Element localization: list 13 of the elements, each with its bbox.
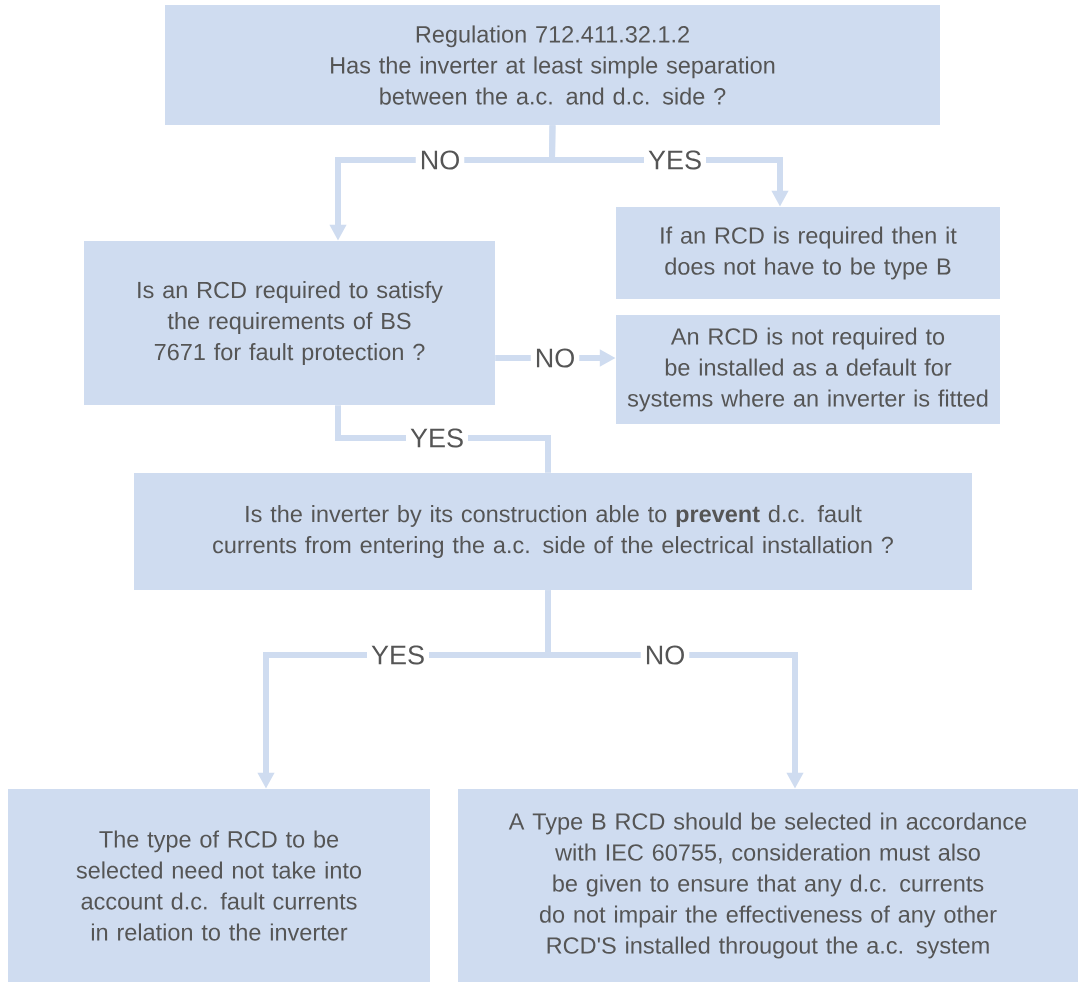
process-box: Is an RCD required to satisfy the requirements of BS 7671 for fault protection ? bbox=[84, 241, 495, 405]
edge-label: YES bbox=[406, 427, 468, 449]
process-box: If an RCD is required then it does not have to be type B bbox=[616, 207, 1000, 299]
edge-label: NO bbox=[640, 644, 690, 666]
edge-label: YES bbox=[367, 644, 429, 666]
process-box: Regulation 712.411.32.1.2 Has the inverter at least simple separation between the a.c. and d.c. side ? bbox=[165, 5, 940, 125]
edge-label: NO bbox=[415, 149, 465, 171]
process-box: Is the inverter by its construction able to prevent d.c. fault currents from entering the a.c. side of the electrical installation ? bbox=[134, 473, 972, 590]
edge-label: NO bbox=[530, 347, 580, 369]
edge-label: YES bbox=[644, 149, 706, 171]
process-box: An RCD is not required to be installed as a default for systems where an inverter is fitted bbox=[616, 315, 1000, 424]
process-box: A Type B RCD should be selected in accordance with IEC 60755, consideration must also be given to ensure that any d.c. currents do not impair the effectiveness of any other RCD'S installed througout the a.c. system bbox=[458, 789, 1078, 982]
process-box: The type of RCD to be selected need not take into account d.c. fault currents in relation to the inverter bbox=[8, 789, 430, 982]
